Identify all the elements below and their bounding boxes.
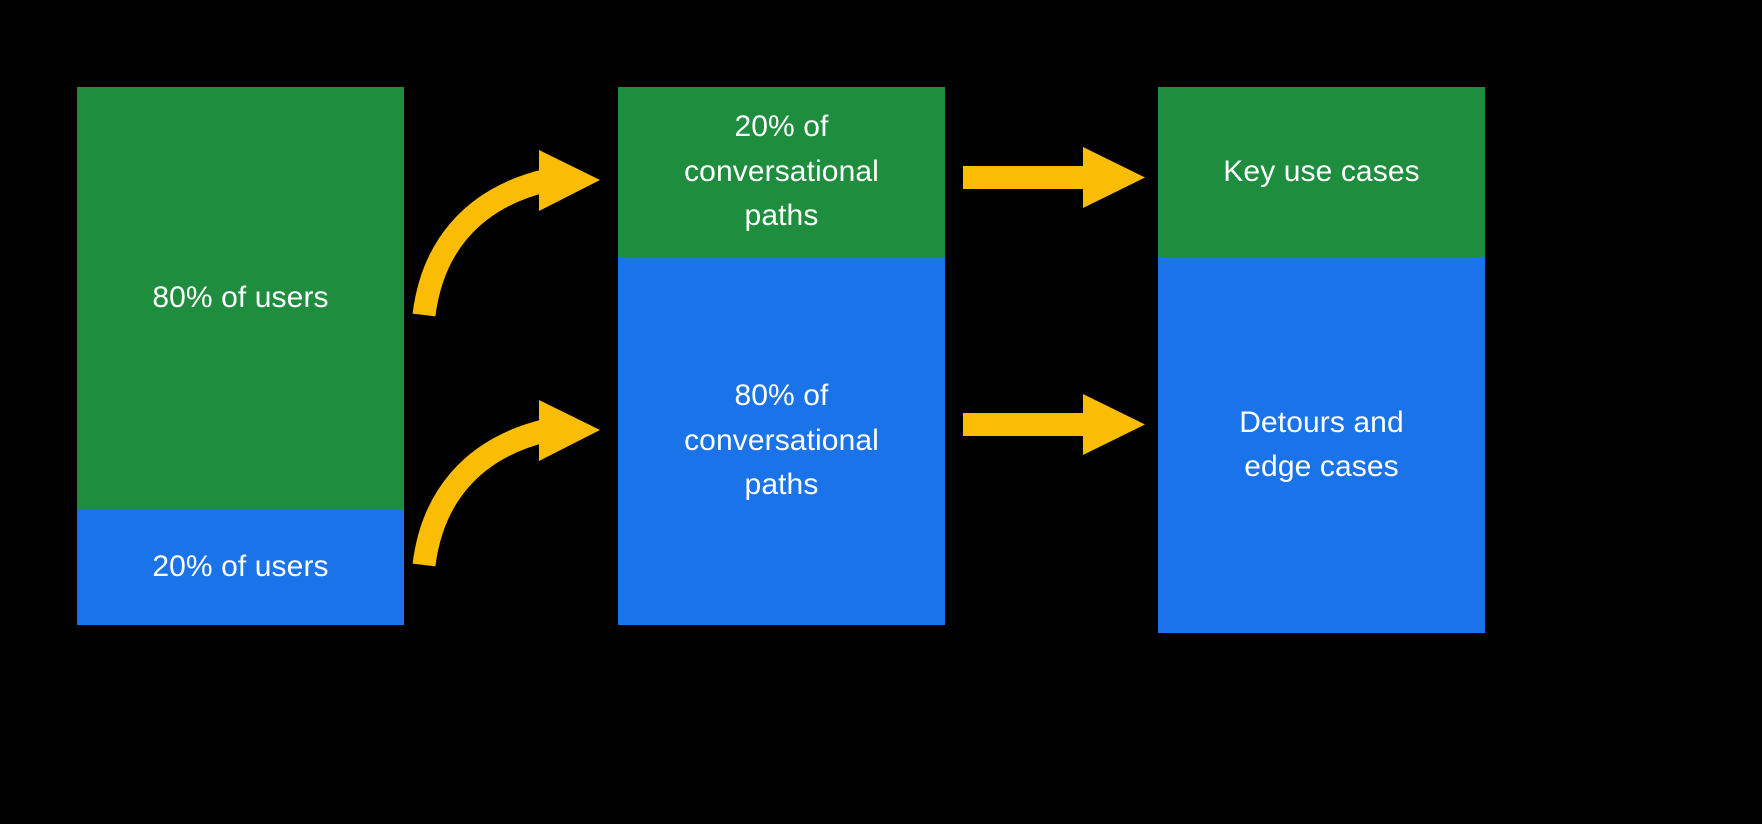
column-conversational-paths: 20% of conversational paths 80% of conve… — [618, 87, 945, 625]
segment-users-blue-label: 20% of users — [152, 550, 329, 584]
column-use-cases: Key use cases Detours and edge cases — [1158, 87, 1485, 633]
curved-arrow-users-to-key-paths — [412, 150, 600, 317]
segment-paths-green: 20% of conversational paths — [618, 87, 945, 257]
segment-paths-green-label: 20% of conversational paths — [684, 110, 879, 233]
column-users: 80% of users 20% of users — [77, 87, 404, 625]
segment-users-blue: 20% of users — [77, 510, 404, 625]
segment-paths-blue: 80% of conversational paths — [618, 257, 945, 625]
straight-arrow-paths-to-key-use-cases — [963, 147, 1145, 208]
segment-cases-blue-label: Detours and edge cases — [1239, 405, 1404, 483]
segment-cases-blue: Detours and edge cases — [1158, 257, 1485, 633]
segment-cases-green: Key use cases — [1158, 87, 1485, 257]
straight-arrow-paths-to-detours — [963, 394, 1145, 455]
segment-users-green-label: 80% of users — [152, 281, 329, 315]
curved-arrow-users-to-detour-paths — [412, 400, 600, 567]
segment-paths-blue-label: 80% of conversational paths — [684, 379, 879, 502]
segment-cases-green-label: Key use cases — [1223, 154, 1420, 188]
segment-users-green: 80% of users — [77, 87, 404, 510]
